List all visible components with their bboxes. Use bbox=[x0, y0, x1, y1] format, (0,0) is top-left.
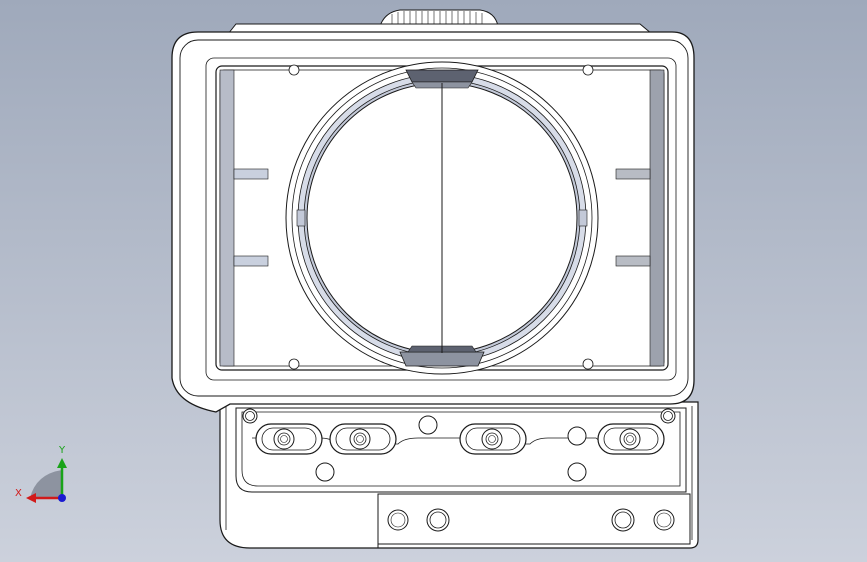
slot-button-4[interactable] bbox=[597, 423, 665, 455]
slot-button-2[interactable] bbox=[329, 423, 397, 455]
orientation-triad: Y X bbox=[15, 445, 67, 503]
x-axis-label: X bbox=[15, 488, 22, 499]
lower-body-holes bbox=[315, 462, 587, 482]
lower-body-top-holes bbox=[242, 408, 676, 446]
bottom-plate-holes[interactable] bbox=[387, 508, 675, 532]
lens-assembly[interactable] bbox=[285, 61, 599, 375]
y-axis-label: Y bbox=[58, 445, 66, 456]
slot-button-1[interactable] bbox=[255, 423, 323, 455]
slot-button-3[interactable] bbox=[459, 423, 527, 455]
